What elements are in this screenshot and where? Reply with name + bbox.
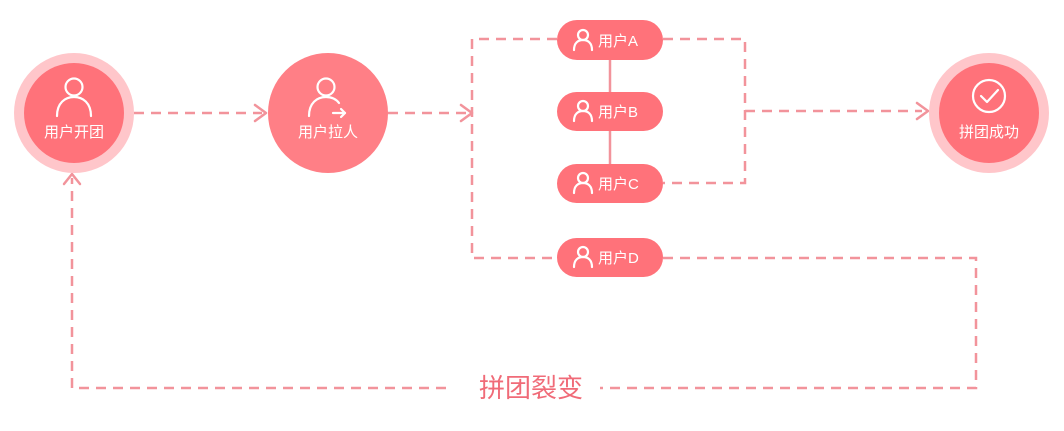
- group-right-bracket: [663, 37, 747, 185]
- arrow-to-invite: [253, 103, 268, 123]
- check-circle-icon: [971, 78, 1007, 114]
- user-pill-c: 用户C: [557, 164, 663, 203]
- user-pill-c-label: 用户C: [598, 176, 639, 193]
- arrow-to-start: [62, 172, 82, 186]
- user-icon: [572, 245, 594, 269]
- node-success-label: 拼团成功: [959, 124, 1019, 141]
- diagram-caption: 拼团裂变: [479, 373, 583, 403]
- user-pill-b: 用户B: [557, 92, 663, 131]
- user-pill-a-label: 用户A: [598, 33, 638, 50]
- node-invite-label: 用户拉人: [298, 124, 358, 141]
- user-icon: [55, 77, 93, 118]
- user-pill-a: 用户A: [557, 20, 663, 60]
- node-start-label: 用户开团: [44, 124, 104, 141]
- user-pill-d: 用户D: [557, 238, 663, 277]
- user-icon: [572, 28, 594, 52]
- node-start-circle: [24, 63, 124, 163]
- user-icon: [572, 99, 594, 123]
- node-invite: 用户拉人: [268, 53, 388, 173]
- user-pill-b-label: 用户B: [598, 104, 638, 121]
- node-invite-circle: [268, 53, 388, 173]
- loop-right-segment: [600, 256, 978, 390]
- node-success: 拼团成功: [929, 53, 1049, 173]
- node-start: 用户开团: [14, 53, 134, 173]
- arrow-to-success: [915, 101, 930, 121]
- user-pill-d-label: 用户D: [598, 250, 639, 267]
- group-left-bracket: [470, 37, 557, 260]
- user-share-icon: [307, 77, 347, 119]
- loop-left-segment: [70, 178, 446, 390]
- user-icon: [572, 171, 594, 195]
- connectors: [62, 37, 978, 390]
